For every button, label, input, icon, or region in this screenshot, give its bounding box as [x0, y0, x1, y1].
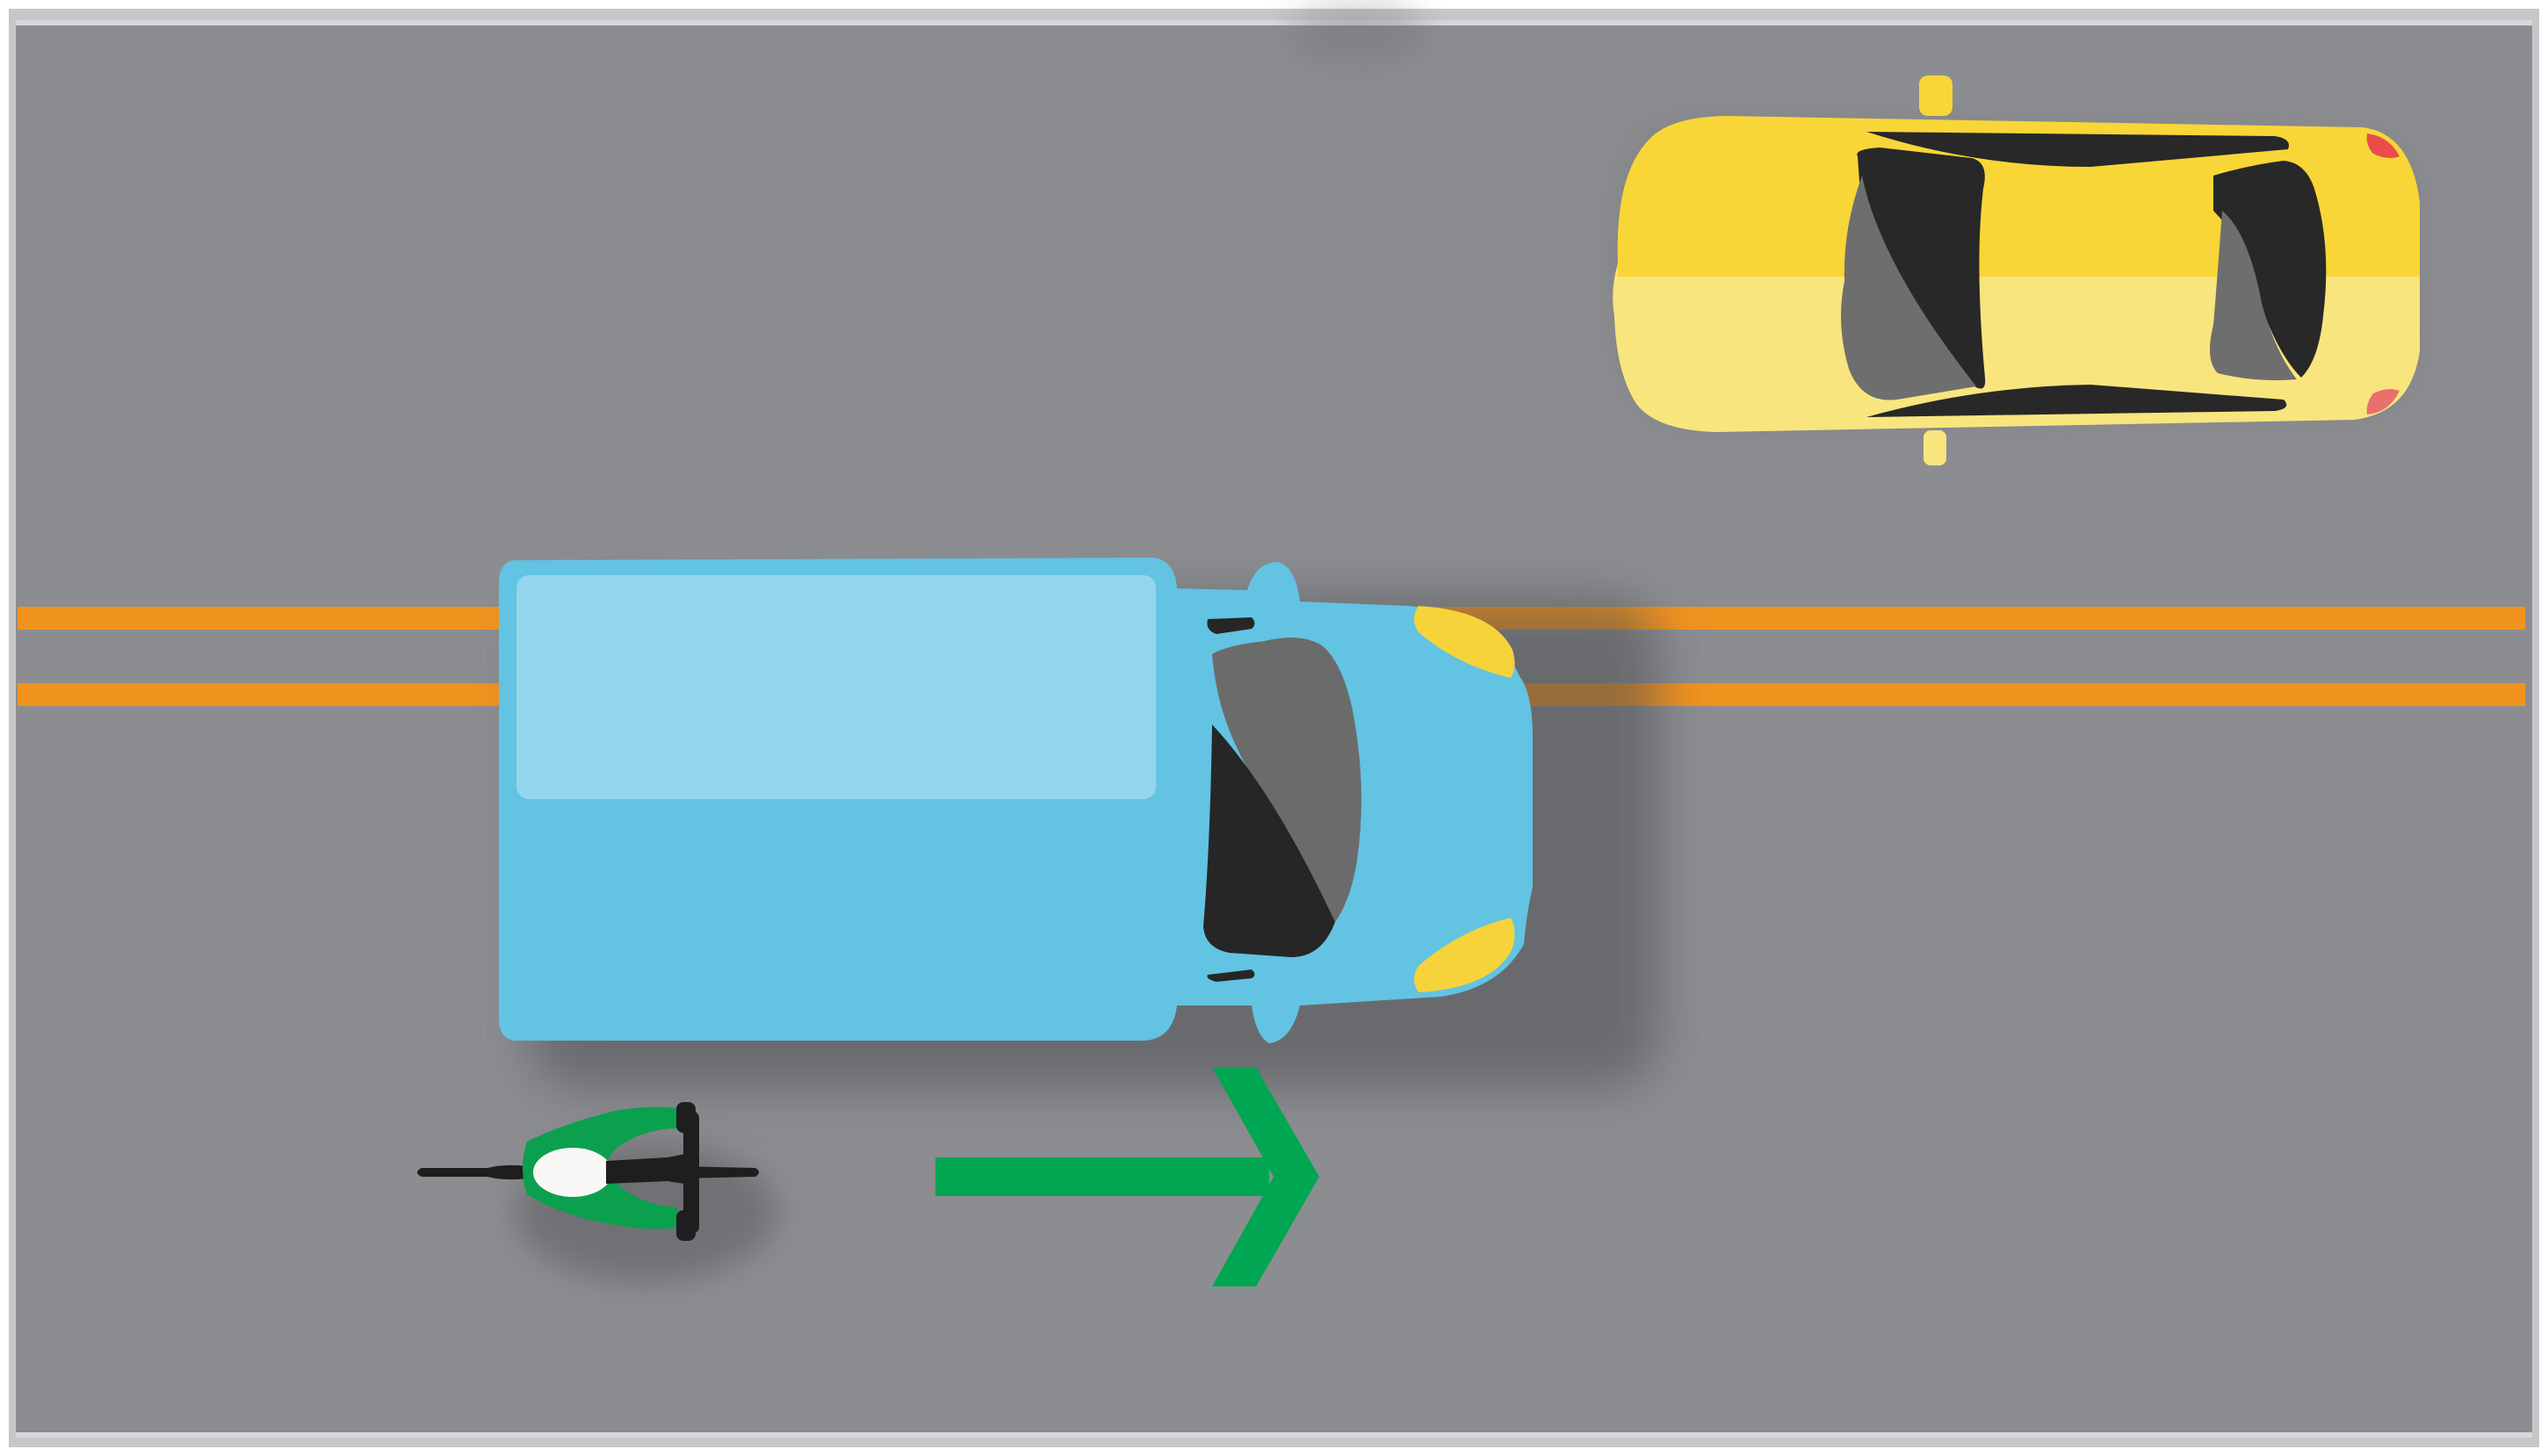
delivery-van — [499, 558, 1533, 1043]
arrow-head — [1212, 1067, 1319, 1287]
taxi-top-sign — [1919, 76, 1953, 116]
van-mirror-top — [1207, 617, 1255, 634]
cyclist-helmet — [533, 1148, 612, 1197]
direction-arrow-right — [935, 1067, 1319, 1287]
taxi-car — [1606, 76, 2424, 465]
cyclist-arm-bottom — [676, 1210, 696, 1241]
van-headlight-top — [1414, 606, 1515, 678]
van-headlight-bottom — [1414, 918, 1515, 992]
arrow-shaft — [935, 1157, 1269, 1196]
cyclist — [417, 1102, 759, 1241]
van-windshield-light — [1212, 638, 1361, 922]
taxi-taillight-top — [2366, 133, 2400, 158]
taxi-front-windshield — [1857, 148, 1986, 389]
taxi-rear-window — [2213, 161, 2327, 378]
van-mirror-bottom — [1207, 969, 1255, 982]
cyclist-arm-top — [676, 1102, 696, 1133]
top-shadow — [1287, 4, 1427, 66]
bike-rear-wheel — [417, 1164, 527, 1180]
taxi-taillight-bottom — [2366, 389, 2400, 414]
van-windshield-dark — [1203, 724, 1335, 957]
taxi-top-stripe — [1866, 132, 2289, 167]
cyclist-arms — [606, 1152, 696, 1186]
taxi-bottom-mirror — [1924, 430, 1946, 465]
taxi-bottom-stripe — [1866, 385, 2287, 417]
taxi-front-windshield-light — [1841, 176, 1976, 400]
van-cargo-roof — [516, 575, 1156, 799]
taxi-rear-window-light — [2210, 211, 2297, 381]
taxi-body-upper — [1617, 116, 2420, 277]
